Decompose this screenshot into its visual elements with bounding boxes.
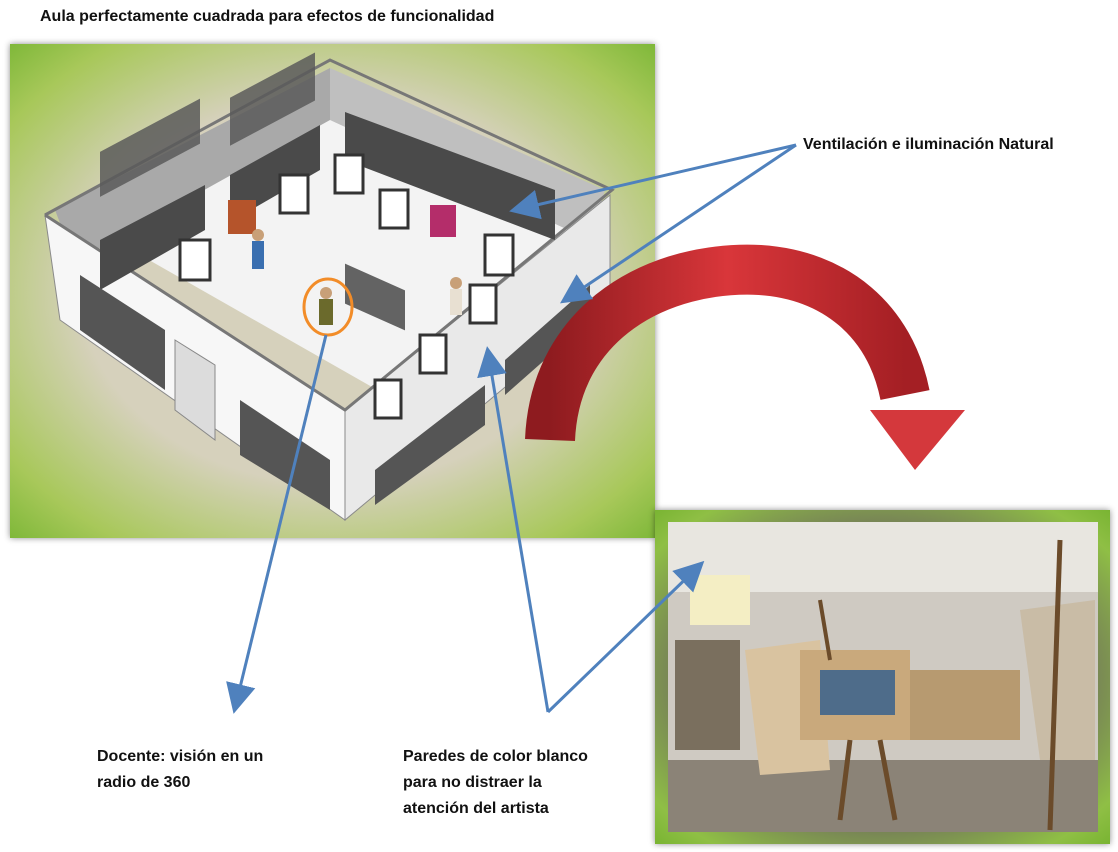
painting-left [228,200,256,234]
window-group-back [100,52,405,331]
callout-walls: Paredes de color blanco para no distraer… [403,748,588,817]
window-exterior-left-b [240,400,330,510]
window-exterior-left [80,275,165,390]
arrow-walls-photo [546,560,705,714]
arrow-ventilation-2 [560,143,797,304]
arrow-walls-model [477,346,550,713]
photo-window-light [690,575,750,625]
photo-canvas-3 [910,670,1020,740]
door [174,339,216,441]
arrow-ventilation-1 [509,143,797,220]
callout-ventilation: Ventilación e iluminación Natural [803,136,1054,153]
studio-photo [668,522,1098,832]
window-exterior-right-b [505,285,590,395]
window-exterior-right [375,385,485,505]
photo-canvas-1 [675,640,740,750]
arrow-teacher [226,334,328,714]
window-strip-left-b [230,125,320,222]
callout-teacher: Docente: visión en un radio de 360 [97,748,264,791]
diagram-title: Aula perfectamente cuadrada para efectos… [40,8,495,25]
window-strip-left-a [100,185,205,290]
painting-right [430,205,456,237]
person-student-1 [252,229,264,241]
window-strip-right [345,112,555,240]
person-teacher [320,287,332,299]
easels [178,153,515,420]
teacher-highlight-ring [302,277,354,337]
person-student-2 [450,277,462,289]
curved-transition-arrow [525,244,965,470]
classroom-model [44,52,615,522]
callout-arrows [226,143,797,714]
